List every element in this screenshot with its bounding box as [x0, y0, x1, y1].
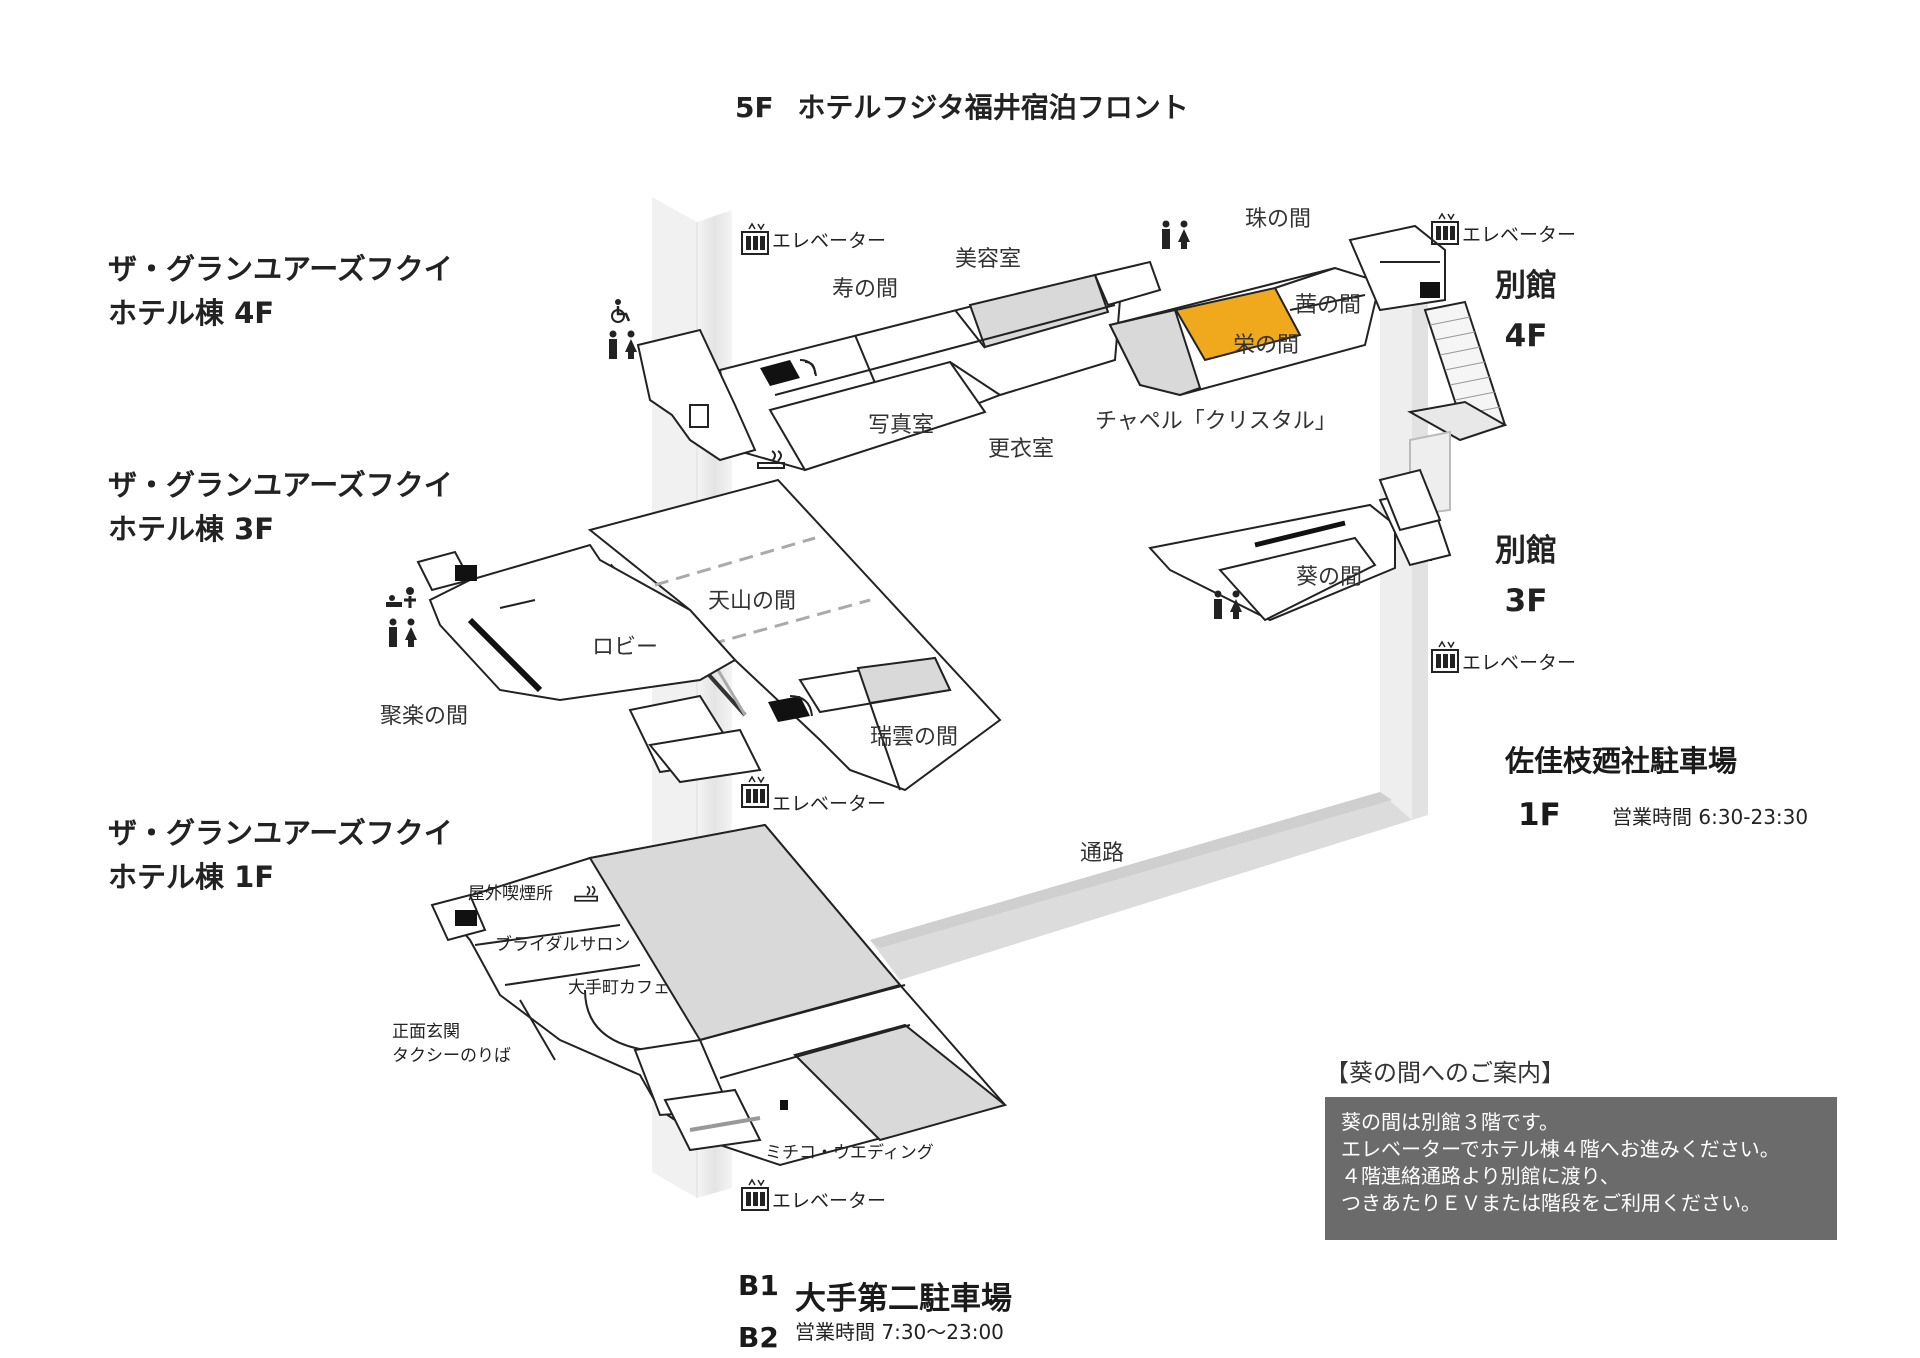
room-aoi: 葵の間 — [1296, 565, 1363, 590]
room-kotobuki: 寿の間 — [832, 277, 899, 302]
annex-3f-line1: 別館 — [1495, 533, 1557, 569]
elevator-label: エレベーター — [772, 230, 887, 252]
info-line: 葵の間は別館３階です。 — [1341, 1110, 1559, 1134]
wing-1f-line1: ザ・グランユアーズフクイ — [108, 816, 453, 850]
elevator-icon — [1431, 212, 1459, 245]
smoking-icon — [574, 885, 598, 902]
elevator-label: エレベーター — [772, 1190, 887, 1212]
restroom-icon — [1214, 590, 1242, 619]
room-zuiun: 瑞雲の間 — [870, 725, 959, 750]
info-title: 【葵の間へのご案内】 — [1325, 1059, 1565, 1087]
room-tsuro: 通路 — [1080, 841, 1125, 866]
wing-label-1f: ザ・グランユアーズフクイ ホテル棟 1F — [108, 812, 453, 899]
parking-b1-floor: B1 — [738, 1269, 779, 1302]
elevator-icon — [1431, 640, 1459, 673]
elevator-icon — [741, 222, 769, 255]
room-smoking: 屋外喫煙所 — [468, 884, 553, 904]
top-floor-name: ホテルフジタ福井宿泊フロント — [797, 91, 1189, 124]
room-juraku: 聚楽の間 — [380, 704, 469, 729]
info-line: エレベーターでホテル棟４階へお進みください。 — [1341, 1137, 1780, 1161]
wing-3f-line1: ザ・グランユアーズフクイ — [108, 468, 453, 502]
smoking-icon — [757, 450, 785, 469]
annex-label-4f: 別館 4F — [1495, 262, 1557, 361]
parking-b-name: 大手第二駐車場 — [795, 1281, 1012, 1317]
elevator-icon — [741, 1178, 769, 1211]
annex-4f-line2: 4F — [1504, 317, 1548, 354]
info-line: ４階連絡通路より別館に渡り、 — [1341, 1164, 1620, 1188]
room-shashinshitsu: 写真室 — [868, 413, 935, 438]
room-kouishitsu: 更衣室 — [988, 437, 1055, 462]
floor-3f-plan — [416, 478, 1452, 792]
elevator-icon — [741, 775, 769, 808]
room-entrance: 正面玄関 タクシーのりば — [392, 1021, 511, 1069]
floor-1f-plan — [430, 823, 1008, 1167]
annex-3f-line2: 3F — [1504, 582, 1548, 619]
wheelchair-icon — [611, 299, 631, 323]
wing-1f-line2: ホテル棟 1F — [108, 859, 275, 894]
elevator-label: エレベーター — [772, 793, 887, 815]
room-tenzan: 天山の間 — [708, 589, 797, 614]
wing-4f-line2: ホテル棟 4F — [108, 295, 275, 330]
annex-elevator-cabins — [1378, 468, 1442, 532]
annex-label-3f: 別館 3F — [1495, 527, 1557, 626]
room-chapel: チャペル「クリスタル」 — [1095, 409, 1337, 434]
elevator-label: エレベーター — [1462, 652, 1577, 674]
info-line: つきあたりＥＶまたは階段をご利用ください。 — [1341, 1191, 1761, 1215]
room-michiko: ミチコ・ウエディング — [765, 1143, 934, 1163]
wing-4f-line1: ザ・グランユアーズフクイ — [108, 252, 453, 286]
room-tama: 珠の間 — [1245, 207, 1312, 232]
room-lobby: ロビー — [592, 635, 659, 660]
room-sakae: 栄の間 — [1233, 333, 1300, 358]
room-akane: 茜の間 — [1295, 293, 1362, 318]
passage-corridor — [870, 792, 1412, 980]
top-floor-label: 5F ホテルフジタ福井宿泊フロント — [735, 90, 1189, 125]
parking-b-hours: 営業時間 7:30〜23:00 — [795, 1320, 1004, 1344]
parking-1f-hours: 営業時間 6:30-23:30 — [1612, 805, 1809, 829]
top-floor-number: 5F — [735, 91, 774, 124]
restroom-icon — [609, 330, 637, 359]
entrance-line2: タクシーのりば — [392, 1045, 511, 1066]
room-biyoushitsu: 美容室 — [955, 247, 1022, 272]
baby-care-icon — [386, 587, 416, 608]
entrance-line1: 正面玄関 — [392, 1022, 460, 1042]
parking-b2-floor: B2 — [738, 1321, 779, 1354]
restroom-icon — [389, 618, 417, 647]
annex-4f-line1: 別館 — [1495, 268, 1557, 304]
wing-label-3f: ザ・グランユアーズフクイ ホテル棟 3F — [108, 464, 453, 551]
parking-1f-name: 佐佳枝廼社駐車場 — [1505, 744, 1738, 778]
elevator-label: エレベーター — [1462, 224, 1577, 246]
parking-1f-floor: 1F — [1518, 797, 1561, 833]
info-box: 葵の間は別館３階です。 エレベーターでホテル棟４階へお進みください。 ４階連絡通… — [1325, 1097, 1837, 1240]
restroom-icon — [1162, 220, 1190, 249]
wing-label-4f: ザ・グランユアーズフクイ ホテル棟 4F — [108, 248, 453, 335]
room-cafe: 大手町カフェ — [568, 978, 670, 998]
room-bridal: ブライダルサロン — [495, 935, 631, 955]
floor-4f-plan — [636, 224, 1508, 517]
wing-3f-line2: ホテル棟 3F — [108, 511, 275, 546]
